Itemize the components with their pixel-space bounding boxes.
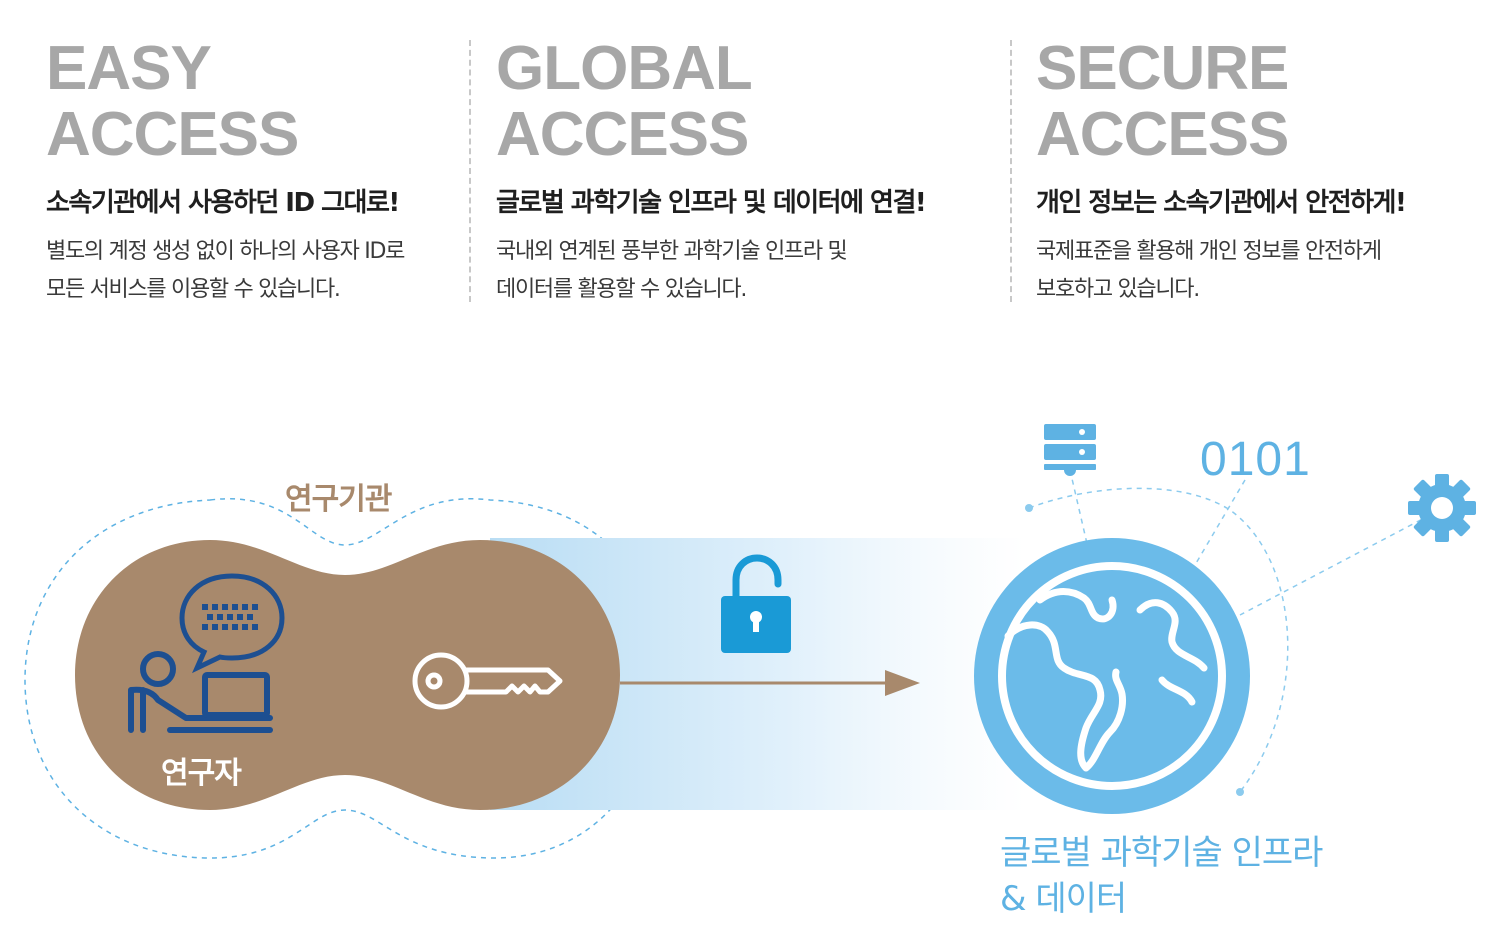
easy-access-description: 별도의 계정 생성 없이 하나의 사용자 ID로 모든 서비스를 이용할 수 있…: [46, 233, 405, 309]
easy-access-title: EASY ACCESS: [46, 36, 404, 168]
title-line: SECURE: [1036, 34, 1289, 103]
infrastructure-label-line: 글로벌 과학기술 인프라: [1000, 833, 1323, 873]
description-line: 국제표준을 활용해 개인 정보를 안전하게: [1036, 239, 1382, 264]
secure-access-column: SECURE ACCESS 개인 정보는 소속기관에서 안전하게! 국제표준을 …: [1036, 36, 1407, 309]
title-line: EASY: [46, 34, 212, 103]
global-access-headline: 글로벌 과학기술 인프라 및 데이터에 연결!: [496, 188, 927, 218]
organization-label: 연구기관: [285, 482, 392, 517]
orbit-dot: [1025, 504, 1033, 512]
description-line: 별도의 계정 생성 없이 하나의 사용자 ID로: [46, 239, 405, 264]
gear-icon: [1408, 474, 1476, 542]
secure-access-description: 국제표준을 활용해 개인 정보를 안전하게 보호하고 있습니다.: [1036, 233, 1405, 309]
secure-access-headline: 개인 정보는 소속기관에서 안전하게!: [1036, 188, 1407, 218]
infrastructure-label: 글로벌 과학기술 인프라 & 데이터: [1000, 830, 1323, 922]
description-line: 보호하고 있습니다.: [1036, 277, 1200, 302]
globe-icon: [974, 538, 1250, 814]
unlocked-padlock-icon: [721, 554, 791, 653]
easy-access-headline: 소속기관에서 사용하던 ID 그대로!: [46, 188, 400, 218]
description-line: 모든 서비스를 이용할 수 있습니다.: [46, 277, 341, 302]
speech-bubble-icon: [179, 573, 285, 674]
organization-shape: [75, 540, 620, 810]
easy-access-column: EASY ACCESS 소속기관에서 사용하던 ID 그대로! 별도의 계정 생…: [46, 36, 405, 309]
connector-lines: [1069, 469, 1431, 616]
server-icon: [1044, 424, 1096, 476]
column-divider: [469, 40, 471, 302]
global-access-title: GLOBAL ACCESS: [496, 36, 925, 168]
globe-orbit: [1028, 487, 1289, 793]
title-line: ACCESS: [1036, 100, 1289, 169]
infrastructure-label-line: & 데이터: [1000, 879, 1127, 919]
arrow-icon: [620, 670, 920, 696]
secure-access-title: SECURE ACCESS: [1036, 36, 1405, 168]
orbit-dot: [1236, 788, 1244, 796]
column-divider: [1010, 40, 1012, 302]
researcher-label: 연구자: [161, 756, 242, 791]
title-line: ACCESS: [46, 100, 299, 169]
description-line: 국내외 연계된 풍부한 과학기술 인프라 및: [496, 239, 848, 264]
title-line: GLOBAL: [496, 34, 753, 103]
global-access-description: 국내외 연계된 풍부한 과학기술 인프라 및 데이터를 활용할 수 있습니다.: [496, 233, 925, 309]
binary-text: 0101: [1200, 433, 1311, 486]
global-access-column: GLOBAL ACCESS 글로벌 과학기술 인프라 및 데이터에 연결! 국내…: [496, 36, 927, 309]
key-icon: [412, 652, 563, 710]
description-line: 데이터를 활용할 수 있습니다.: [496, 277, 747, 302]
researcher-computer-icon: [128, 651, 273, 733]
title-line: ACCESS: [496, 100, 749, 169]
